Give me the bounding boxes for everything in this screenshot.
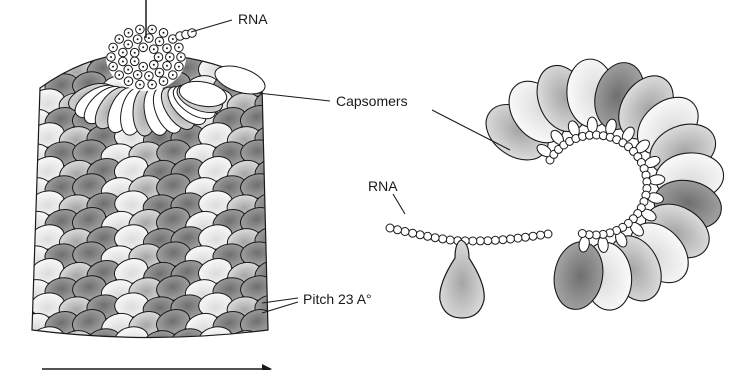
free-capsomer xyxy=(440,240,484,318)
rna-bead-dot xyxy=(163,32,165,34)
bottom-arrow-head xyxy=(262,364,272,370)
rod-capsomer xyxy=(0,52,40,85)
disc-capsomers xyxy=(476,57,727,313)
disc-rna-bead xyxy=(446,236,454,244)
rod-capsomer xyxy=(1,224,39,255)
disc-rna-bead xyxy=(506,235,514,243)
rna-bead-dot xyxy=(151,28,153,30)
disc-rna-bead xyxy=(424,232,432,240)
rna-bead-dot xyxy=(169,56,171,58)
disc-rna-bead xyxy=(394,226,402,234)
disc-rna-bead xyxy=(401,228,409,236)
rna-bead-dot xyxy=(112,46,114,48)
rna-bead-dot xyxy=(180,56,182,58)
rna-bead-dot xyxy=(118,74,120,76)
rna-bead-dot xyxy=(178,46,180,48)
rna-bead-dot xyxy=(139,28,141,30)
rna-bead-dot xyxy=(110,56,112,58)
capsomers-leader-left xyxy=(258,93,330,101)
rna-bead-dot xyxy=(112,66,114,68)
rna-bead-dot xyxy=(134,60,136,62)
rod-capsomer xyxy=(1,122,39,153)
rna-top-label: RNA xyxy=(238,11,268,27)
rna-bead-dot xyxy=(158,56,160,58)
rna-bead-dot xyxy=(142,66,144,68)
rna-bead-dot xyxy=(159,40,161,42)
rna-bead-dot xyxy=(153,48,155,50)
rna-bead-dot xyxy=(142,46,144,48)
rna-bead-dot xyxy=(122,61,124,63)
disc-rna-bead xyxy=(529,232,537,240)
disc-rna-bead xyxy=(416,231,424,239)
rna-bead-dot xyxy=(134,52,136,54)
rna-right-leader xyxy=(393,194,405,214)
disc-rna-bead xyxy=(544,230,552,238)
disc-rna-bead xyxy=(484,237,492,245)
rna-bead-dot xyxy=(127,69,129,71)
rna-bead-dot xyxy=(166,47,168,49)
rna-bead-dot xyxy=(128,32,130,34)
rna-bead-dot xyxy=(137,38,139,40)
capsomers-label: Capsomers xyxy=(336,93,408,109)
disc-rna-bead xyxy=(521,233,529,241)
rna-right-label: RNA xyxy=(368,178,398,194)
rna-bead-dot xyxy=(163,80,165,82)
disc-rna-bead xyxy=(431,234,439,242)
rna-bead-dot xyxy=(178,66,180,68)
rna-bead-dot xyxy=(166,65,168,67)
rod-capsomer xyxy=(0,154,40,187)
disc-rna-bead xyxy=(476,237,484,245)
disc-rna-bead xyxy=(439,235,447,243)
disc-rna-bead xyxy=(514,234,522,242)
rna-bead-dot xyxy=(128,80,130,82)
rna-bead-dot xyxy=(127,43,129,45)
disc-rna-bead xyxy=(499,236,507,244)
rna-bead xyxy=(188,29,197,38)
rna-top-leader xyxy=(191,20,232,32)
rna-bead-dot xyxy=(159,72,161,74)
rna-bead-dot xyxy=(118,38,120,40)
rod-capsomer xyxy=(2,89,38,116)
rna-bead-dot xyxy=(153,64,155,66)
rna-bead-dot xyxy=(172,74,174,76)
pitch-label: Pitch 23 A° xyxy=(303,291,372,307)
disc-rna-bead xyxy=(386,224,394,232)
rna-bead-dot xyxy=(148,37,150,39)
rna-bead-dot xyxy=(148,75,150,77)
disc-rna-bead xyxy=(409,229,417,237)
disc-rna-bead xyxy=(578,230,586,238)
disc-rna-bead xyxy=(491,236,499,244)
rna-bead-dot xyxy=(151,84,153,86)
helical-rod xyxy=(0,0,292,370)
rna-bead-dot xyxy=(137,74,139,76)
disc-cross-section xyxy=(386,57,726,318)
rna-bead-dot xyxy=(172,38,174,40)
rna-bead-dot xyxy=(139,84,141,86)
rod-capsomer xyxy=(2,191,38,218)
rna-bead-dot xyxy=(122,52,124,54)
disc-rna-bead xyxy=(469,237,477,245)
disc-rna-bead xyxy=(537,231,545,239)
